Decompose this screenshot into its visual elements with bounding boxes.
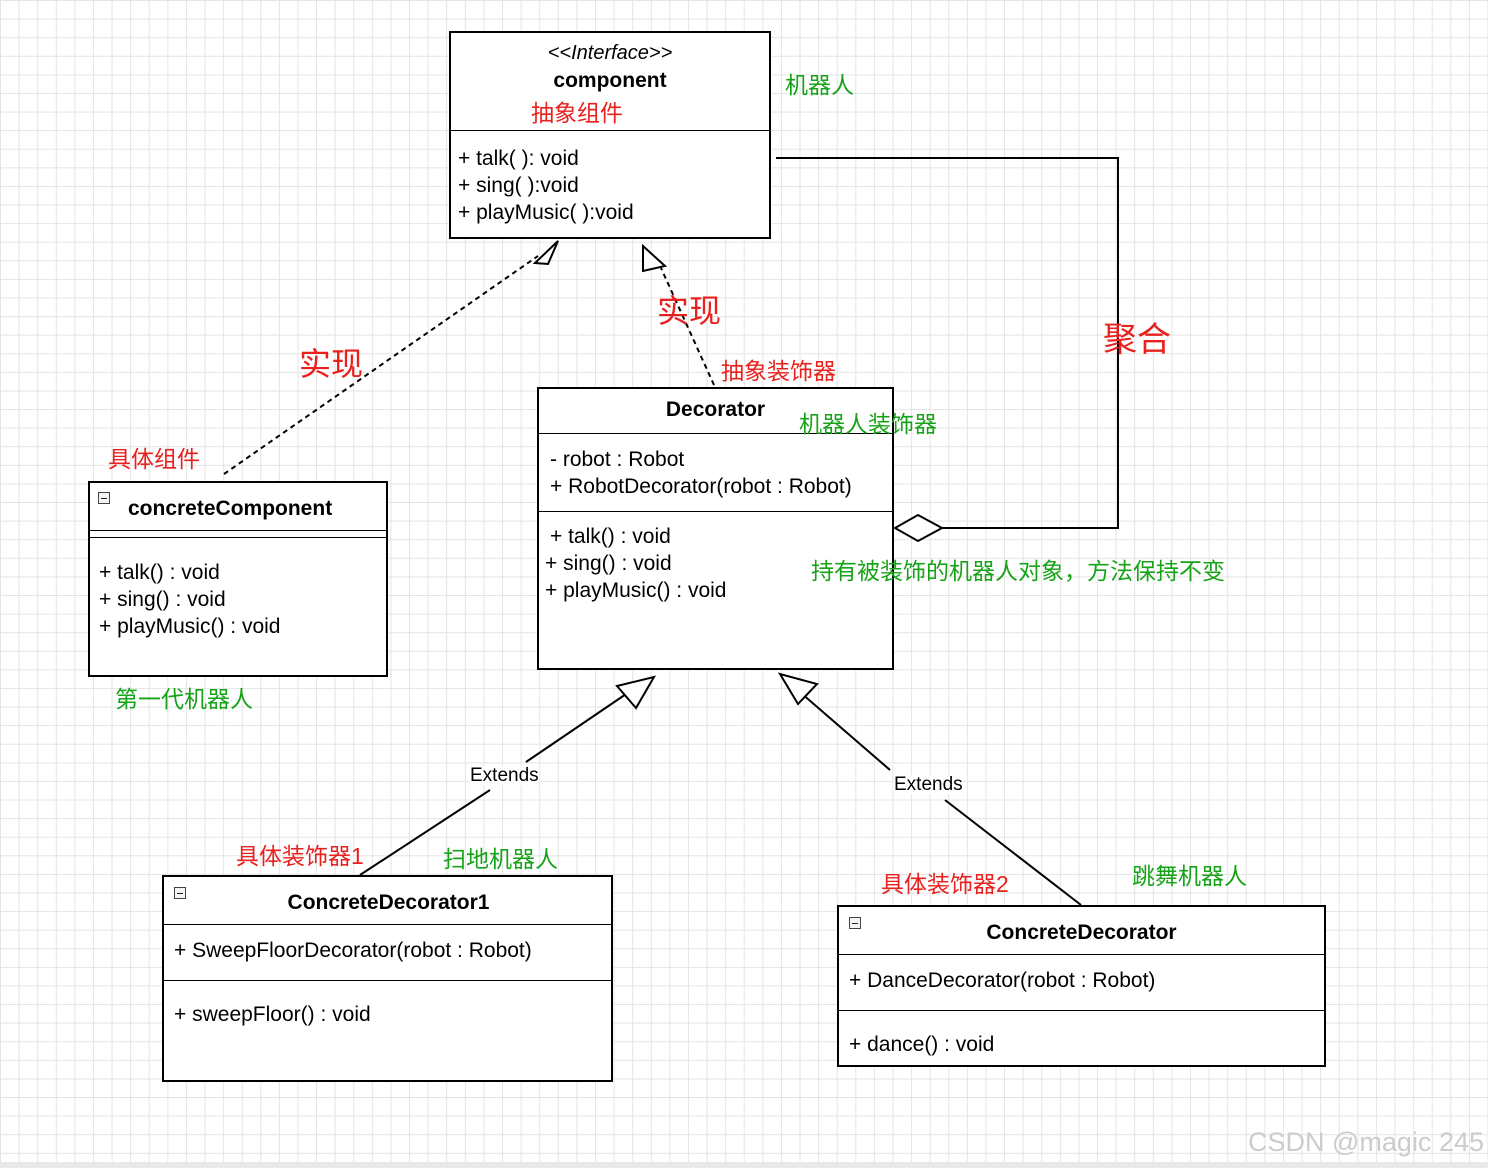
component-divider (451, 130, 769, 131)
decorator-method-playmusic: + playMusic() : void (545, 579, 727, 602)
decorator-name: Decorator (665, 398, 766, 421)
collapse-icon[interactable] (174, 887, 186, 899)
concrete-decorator1-constructor: + SweepFloorDecorator(robot : Robot) (174, 939, 532, 962)
concrete-decorator1-divider-2 (164, 980, 611, 981)
component-name: component (553, 69, 667, 92)
concrete-component-box[interactable]: concreteComponent + talk() : void + sing… (88, 481, 388, 677)
aggregation-line (776, 157, 1119, 529)
concrete-decorator2-box[interactable]: ConcreteDecorator + DanceDecorator(robot… (837, 905, 1326, 1067)
component-method-sing: + sing( ):void (458, 174, 579, 197)
annotation-concrete-component: 具体组件 (108, 446, 200, 472)
concrete-decorator2-constructor: + DanceDecorator(robot : Robot) (849, 969, 1156, 992)
annotation-robot-decorator: 机器人装饰器 (799, 411, 937, 437)
realization-line-left (223, 255, 539, 475)
component-interface-box[interactable]: <<Interface>> component 抽象组件 + talk( ): … (449, 31, 771, 239)
annotation-aggregation: 聚合 (1103, 321, 1171, 359)
concrete-decorator1-box[interactable]: ConcreteDecorator1 + SweepFloorDecorator… (162, 875, 613, 1082)
concrete-component-divider-1 (90, 530, 386, 531)
annotation-abstract-decorator: 抽象装饰器 (721, 358, 836, 384)
annotation-implement-left: 实现 (299, 346, 364, 382)
concrete-decorator1-method-sweep: + sweepFloor() : void (174, 1003, 371, 1026)
extends-arrowhead-right (777, 672, 819, 706)
decorator-attr-robot: - robot : Robot (550, 448, 685, 471)
component-cn-label: 抽象组件 (531, 100, 623, 126)
extends-arrowhead-left (615, 675, 657, 710)
decorator-divider-2 (539, 511, 892, 512)
annotation-concrete-decorator2: 具体装饰器2 (881, 871, 1009, 897)
component-method-talk: + talk( ): void (458, 147, 579, 170)
extends-label-right: Extends (894, 774, 963, 795)
collapse-icon[interactable] (849, 917, 861, 929)
annotation-first-gen-robot: 第一代机器人 (115, 686, 253, 712)
collapse-icon[interactable] (98, 492, 110, 504)
concrete-decorator2-method-dance: + dance() : void (849, 1033, 995, 1056)
concrete-component-divider-2 (90, 537, 386, 538)
realization-line-mid (660, 267, 715, 386)
component-stereotype: <<Interface>> (547, 42, 673, 64)
realization-arrowhead-left (532, 240, 559, 266)
annotation-robot: 机器人 (785, 72, 854, 98)
bottom-scrollbar[interactable] (0, 1162, 1488, 1168)
extends-line-left-upper (525, 689, 633, 763)
extends-line-right-upper (800, 692, 891, 771)
concrete-component-method-playmusic: + playMusic() : void (99, 615, 281, 638)
decorator-constructor: + RobotDecorator(robot : Robot) (550, 475, 852, 498)
extends-line-right-lower (944, 799, 1082, 906)
annotation-sweep-robot: 扫地机器人 (443, 846, 558, 872)
concrete-decorator1-divider-1 (164, 924, 611, 925)
decorator-method-sing: + sing() : void (545, 552, 672, 575)
aggregation-diamond (892, 513, 945, 543)
decorator-divider-1 (539, 433, 892, 434)
concrete-decorator2-divider-1 (839, 954, 1324, 955)
concrete-component-name: concreteComponent (128, 497, 333, 520)
concrete-component-method-sing: + sing() : void (99, 588, 226, 611)
annotation-holds-note: 持有被装饰的机器人对象，方法保持不变 (811, 558, 1225, 584)
concrete-decorator2-divider-2 (839, 1010, 1324, 1011)
watermark: CSDN @magic 245 (1248, 1127, 1484, 1157)
annotation-implement-mid: 实现 (657, 293, 722, 329)
annotation-concrete-decorator1: 具体装饰器1 (236, 843, 364, 869)
decorator-method-talk: + talk() : void (550, 525, 671, 548)
decorator-box[interactable]: Decorator - robot : Robot + RobotDecorat… (537, 387, 894, 670)
concrete-decorator2-name: ConcreteDecorator (986, 921, 1177, 944)
realization-arrowhead-mid (642, 243, 668, 273)
extends-line-left-lower (359, 789, 491, 876)
extends-label-left: Extends (470, 765, 539, 786)
component-method-playmusic: + playMusic( ):void (458, 201, 634, 224)
concrete-decorator1-name: ConcreteDecorator1 (287, 891, 490, 914)
annotation-dance-robot: 跳舞机器人 (1132, 863, 1247, 889)
concrete-component-method-talk: + talk() : void (99, 561, 220, 584)
